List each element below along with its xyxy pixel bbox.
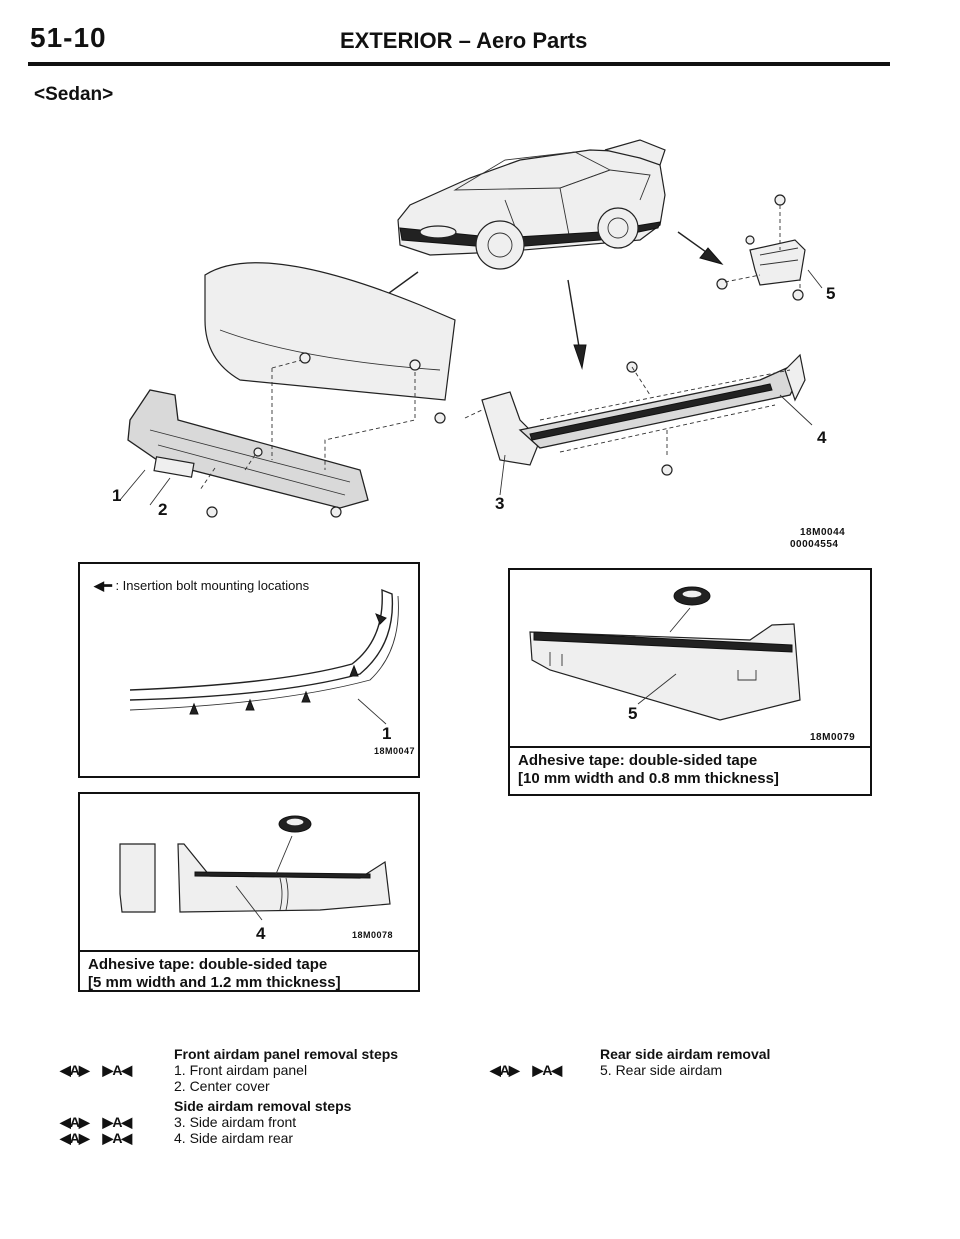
ref-code-main-2: 00004554 xyxy=(790,539,839,550)
side-adhesive-caption: Adhesive tape: double-sided tape [5 mm w… xyxy=(80,950,418,996)
car-illustration xyxy=(397,139,666,270)
ref-code-front: 18M0047 xyxy=(374,746,416,756)
rear-steps-heading: Rear side airdam removal xyxy=(600,1046,771,1062)
step-item: 2. Center cover xyxy=(174,1078,270,1094)
mark-a: ◀A▶ xyxy=(60,1114,90,1130)
page-number: 51-10 xyxy=(30,22,107,53)
callout-3: 3 xyxy=(495,494,505,513)
ref-code-rear: 18M0079 xyxy=(810,732,856,743)
mark-a: ◀A▶ xyxy=(60,1062,90,1078)
step-item: 1. Front airdam panel xyxy=(174,1062,308,1078)
side-airdam-part xyxy=(464,353,813,496)
rear-side-airdam-part xyxy=(724,205,823,289)
figure-side-airdam-rear: 4 18M0078 Adhesive tape: double-sided ta… xyxy=(78,792,420,992)
mark-a: ◀A▶ xyxy=(490,1062,520,1078)
callout-5: 5 xyxy=(826,284,836,303)
page-title: EXTERIOR – Aero Parts xyxy=(340,28,588,53)
mark-b: ▶A◀ xyxy=(532,1062,563,1078)
front-bumper-part xyxy=(127,262,456,509)
main-exploded-diagram xyxy=(119,139,823,518)
ref-code-side: 18M0078 xyxy=(352,930,394,940)
callout-side-4: 4 xyxy=(256,924,266,943)
figure-rear-side-airdam: 5 18M0079 Adhesive tape: double-sided ta… xyxy=(508,568,872,796)
bolt-icons xyxy=(206,194,804,518)
ref-code-main: 18M0044 xyxy=(800,527,846,538)
step-item: 4. Side airdam rear xyxy=(174,1130,294,1146)
callout-front-1: 1 xyxy=(382,724,392,743)
mark-b: ▶A◀ xyxy=(102,1130,133,1146)
callout-2: 2 xyxy=(158,500,168,519)
mark-b: ▶A◀ xyxy=(102,1062,133,1078)
callout-1: 1 xyxy=(112,486,122,505)
rear-side-airdam-detail xyxy=(529,586,801,721)
mark-b: ▶A◀ xyxy=(102,1114,133,1130)
insertion-bolt-legend: ◀━ : Insertion bolt mounting locations xyxy=(94,578,310,593)
front-airdam-detail xyxy=(129,588,399,725)
figure-insertion-bolts: ◀━ : Insertion bolt mounting locations 1… xyxy=(78,562,420,778)
side-steps-heading: Side airdam removal steps xyxy=(174,1098,352,1114)
header-rule xyxy=(28,62,890,66)
callout-rear-5: 5 xyxy=(628,704,638,723)
front-steps-heading: Front airdam panel removal steps xyxy=(174,1046,399,1062)
side-airdam-rear-detail xyxy=(119,815,391,921)
mark-a: ◀A▶ xyxy=(60,1130,90,1146)
front-airdam-steps: Front airdam panel removal steps ◀A▶ ▶A◀… xyxy=(60,1046,440,1146)
rear-airdam-steps: Rear side airdam removal ◀A▶ ▶A◀ 5. Rear… xyxy=(490,1046,870,1078)
section-subtitle: <Sedan> xyxy=(34,84,114,105)
step-item: 5. Rear side airdam xyxy=(600,1062,723,1078)
step-item: 3. Side airdam front xyxy=(174,1114,297,1130)
arrow-left-icon: ◀━ xyxy=(94,578,112,593)
rear-adhesive-caption: Adhesive tape: double-sided tape [10 mm … xyxy=(510,746,870,792)
callout-4: 4 xyxy=(817,428,827,447)
